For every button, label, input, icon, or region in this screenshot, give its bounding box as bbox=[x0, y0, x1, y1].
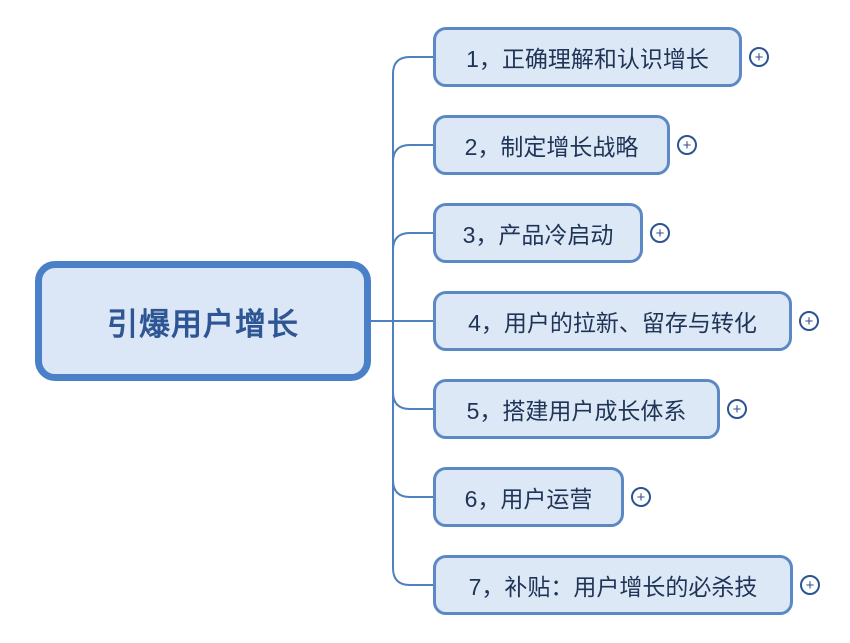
branch-node-2[interactable]: 2，制定增长战略 bbox=[433, 115, 670, 175]
expand-icon[interactable]: + bbox=[631, 487, 651, 507]
expand-icon[interactable]: + bbox=[650, 223, 670, 243]
expand-icon[interactable]: + bbox=[799, 311, 819, 331]
branch-node-1[interactable]: 1，正确理解和认识增长 bbox=[433, 27, 742, 87]
root-node[interactable]: 引爆用户增长 bbox=[35, 261, 371, 381]
branch-node-5[interactable]: 5，搭建用户成长体系 bbox=[433, 379, 720, 439]
expand-icon[interactable]: + bbox=[800, 575, 820, 595]
expand-icon[interactable]: + bbox=[727, 399, 747, 419]
branch-node-4[interactable]: 4，用户的拉新、留存与转化 bbox=[433, 291, 792, 351]
branch-node-3[interactable]: 3，产品冷启动 bbox=[433, 203, 643, 263]
expand-icon[interactable]: + bbox=[677, 135, 697, 155]
branch-node-7[interactable]: 7，补贴：用户增长的必杀技 bbox=[433, 555, 793, 615]
branch-node-6[interactable]: 6，用户运营 bbox=[433, 467, 624, 527]
expand-icon[interactable]: + bbox=[749, 47, 769, 67]
